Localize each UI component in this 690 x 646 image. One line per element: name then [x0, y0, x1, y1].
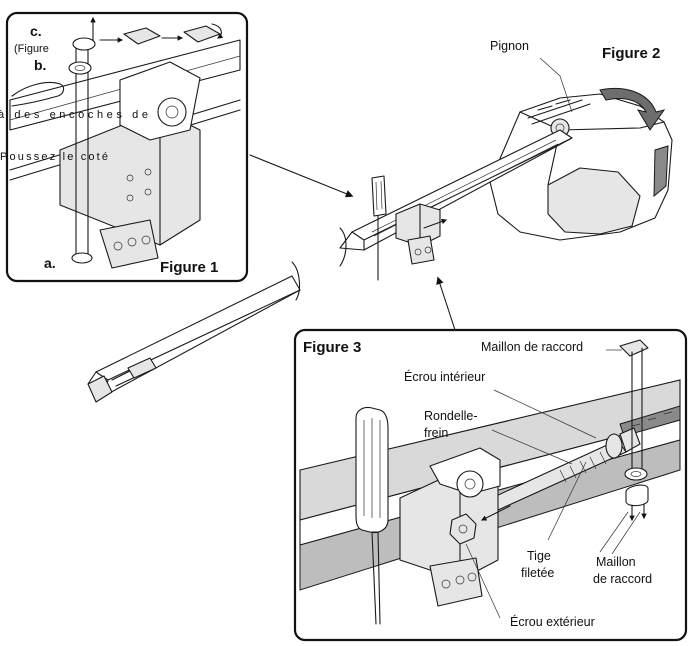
rail-lower — [87, 261, 301, 403]
figure1-panel: c. (Figure b. à des encoches de Poussez … — [0, 11, 249, 283]
figure2-title: Figure 2 — [602, 45, 660, 62]
maillon-bottom-label-line1: Maillon — [596, 555, 636, 569]
tige-label-line2: filetée — [521, 566, 554, 580]
ecrou-exterieur-label: Écrou extérieur — [510, 614, 595, 629]
step-c-label: c. — [30, 23, 42, 39]
ecrou-interieur-label: Écrou intérieur — [404, 369, 485, 384]
rotation-arrow — [599, 88, 666, 131]
maillon-top-label: Maillon de raccord — [481, 340, 583, 354]
tige-label-line1: Tige — [527, 549, 551, 563]
figure-ref-fragment: (Figure — [14, 43, 49, 55]
instruction-fragment-2: Poussez le coté — [0, 151, 108, 163]
figure3-panel: Figure 3 Maillon de raccord Écrou intéri… — [293, 328, 688, 642]
pignon-label: Pignon — [490, 39, 529, 53]
callout-arrow-figure1 — [249, 154, 354, 198]
rondelle-label-line2: frein — [424, 426, 448, 440]
step-b-label: b. — [34, 57, 46, 73]
instruction-fragment-1: à des encoches de — [0, 109, 148, 121]
rail-upper — [339, 129, 573, 281]
main-assembly — [87, 57, 673, 403]
figure1-title: Figure 1 — [160, 259, 218, 276]
callout-arrow-figure3 — [436, 276, 456, 331]
step-a-label: a. — [44, 255, 56, 271]
rondelle-label-line1: Rondelle- — [424, 409, 478, 423]
figure3-title: Figure 3 — [303, 339, 361, 356]
maillon-bottom-label-line2: de raccord — [593, 572, 652, 586]
